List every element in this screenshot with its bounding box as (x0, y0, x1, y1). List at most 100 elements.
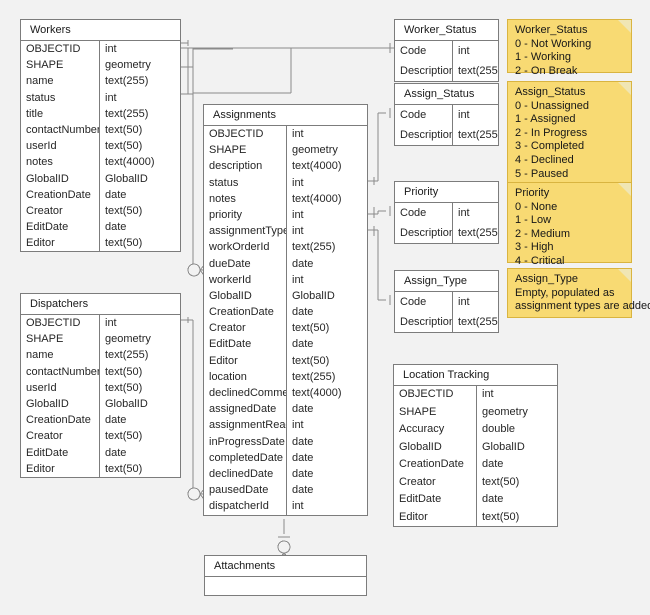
field-type: text(255) (452, 223, 498, 243)
field-type: GlobalID (99, 395, 180, 413)
field-type: text(255) (99, 73, 180, 90)
field-name: Accuracy (399, 423, 445, 435)
field-type: text(255) (99, 347, 180, 364)
note-fold-icon (618, 20, 631, 33)
wire-workers-status-to-worker-status (181, 47, 232, 95)
note-line: 3 - High (515, 241, 554, 254)
field-name: EditDate (26, 446, 69, 459)
field-type: text(50) (99, 428, 180, 445)
note-line: 0 - None (515, 200, 558, 213)
entity-attachments-title: Attachments (205, 556, 366, 577)
field-type: geometry (99, 331, 180, 348)
field-name: Description (400, 65, 452, 77)
note-title: Assign_Status (515, 86, 586, 98)
entity-assign-type-title: Assign_Type (395, 271, 498, 292)
field-type: text(50) (99, 121, 180, 139)
field-type: geometry (286, 142, 367, 159)
field-name: contactNumber (26, 123, 99, 136)
field-name: Code (400, 296, 427, 308)
field-name: userId (26, 381, 57, 394)
entity-assign-status-title: Assign_Status (395, 84, 498, 105)
field-type: text(50) (99, 202, 180, 220)
field-name: CreationDate (399, 458, 464, 470)
field-name: assignmentRead (209, 419, 286, 432)
field-type: int (99, 315, 180, 332)
field-type: date (99, 444, 180, 461)
note-assign-type[interactable]: Assign_Type Empty, populated as assignme… (507, 268, 650, 318)
field-type: text(255) (99, 105, 180, 122)
field-type: date (286, 336, 367, 353)
note-assign-status[interactable]: Assign_Status 0 - Unassigned 1 - Assigne… (507, 81, 632, 193)
field-row: EditDate date (21, 444, 180, 461)
field-name: OBJECTID (26, 317, 81, 329)
field-name: SHAPE (399, 405, 437, 418)
field-name: GlobalID (26, 397, 69, 410)
field-name: OBJECTID (209, 128, 264, 140)
field-name: completedDate (209, 451, 283, 464)
field-name: CreationDate (26, 188, 91, 201)
field-type: date (286, 449, 367, 466)
field-type: int (286, 206, 367, 224)
field-name: notes (209, 192, 236, 205)
note-worker-status[interactable]: Worker_Status 0 - Not Working 1 - Workin… (507, 19, 632, 77)
note-priority[interactable]: Priority 0 - None 1 - Low 2 - Medium 3 -… (507, 182, 632, 267)
field-type: text(4000) (286, 158, 367, 175)
field-type: text(255) (452, 125, 498, 145)
field-type: int (452, 105, 498, 125)
field-type: text(50) (99, 460, 180, 477)
field-type: date (286, 465, 367, 483)
field-name: SHAPE (26, 59, 64, 72)
field-name: contactNumber (26, 365, 99, 378)
field-type: GlobalID (99, 170, 180, 187)
field-row: GlobalID GlobalID (21, 395, 180, 413)
field-name: CreationDate (209, 306, 274, 319)
field-name: OBJECTID (26, 43, 81, 55)
field-name: EditDate (26, 221, 69, 234)
field-type: date (286, 433, 367, 450)
field-type: date (286, 401, 367, 418)
field-name: CreationDate (26, 414, 91, 427)
entity-priority-title: Priority (395, 182, 498, 203)
field-name: Code (400, 207, 427, 219)
entity-attachments[interactable]: Attachments (204, 555, 367, 596)
